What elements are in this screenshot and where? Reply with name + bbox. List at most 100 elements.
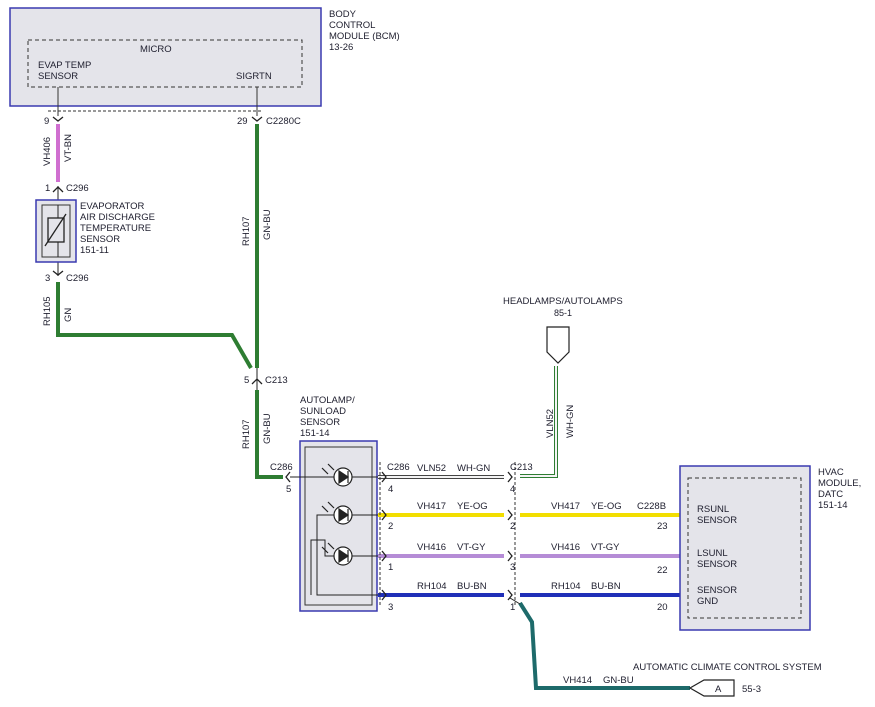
wire-label-vln52-h-color: WH-GN xyxy=(457,463,490,474)
hvac-title-4: 151-14 xyxy=(818,500,848,511)
pin-number: 4 xyxy=(510,484,515,495)
autolamp-internal-wiring xyxy=(290,476,378,596)
pin-number: 1 xyxy=(510,602,515,613)
wire-label-vh417-b-color: YE-OG xyxy=(591,501,622,512)
connector-label-c2280c: C2280C xyxy=(266,116,301,127)
pin-number: 23 xyxy=(657,521,668,532)
wire-label-rh107-mid-color: GN-BU xyxy=(262,413,273,444)
pin-number: 20 xyxy=(657,602,668,613)
wire-label-vh416-a-circuit: VH416 xyxy=(417,542,446,553)
pin-number: 3 xyxy=(45,273,50,284)
acc-label: AUTOMATIC CLIMATE CONTROL SYSTEM xyxy=(633,662,822,673)
evap-sensor-label-5: 151-11 xyxy=(80,245,109,256)
evap-sensor-label-2: AIR DISCHARGE xyxy=(80,212,155,223)
pin-number: 5 xyxy=(244,375,249,386)
wire-vln52-vertical-core xyxy=(520,366,557,477)
evap-sensor-label-1: EVAPORATOR xyxy=(80,201,145,212)
bcm-micro-box xyxy=(27,39,303,88)
autolamp-label-3: SENSOR xyxy=(300,417,340,428)
headlamps-connector-icon[interactable] xyxy=(546,326,570,364)
acc-connector-letter: A xyxy=(715,684,722,695)
bcm-title-2: CONTROL xyxy=(329,20,375,31)
connector-label-c228b: C228B xyxy=(637,501,666,512)
wire-label-vh417-b-circuit: VH417 xyxy=(551,501,580,512)
wire-label-vh417-a-circuit: VH417 xyxy=(417,501,446,512)
wire-label-rh107-top-color: GN-BU xyxy=(262,209,273,240)
pin-number: 9 xyxy=(44,116,49,127)
headlamps-ref: 85-1 xyxy=(554,308,572,318)
wire-rh105[interactable] xyxy=(56,282,253,369)
chevron-c286-5 xyxy=(285,471,291,483)
wire-label-vh416-b-color: VT-GY xyxy=(591,542,620,553)
hvac-lsunl-2: SENSOR xyxy=(697,559,737,570)
photodiode-icon xyxy=(321,542,353,566)
evap-sensor-label-4: SENSOR xyxy=(80,234,120,245)
wire-label-vh414-color: GN-BU xyxy=(603,675,634,686)
autolamp-label-1: AUTOLAMP/ xyxy=(300,395,355,406)
pin-number: 3 xyxy=(510,562,515,573)
hvac-module-inner xyxy=(687,477,802,619)
bcm-micro-label: MICRO xyxy=(140,44,172,55)
wire-label-vln52-h-circuit: VLN52 xyxy=(417,463,446,474)
hvac-title-3: DATC xyxy=(818,489,843,500)
chevron-c286-2 xyxy=(381,509,387,521)
autolamp-label-2: SUNLOAD xyxy=(300,406,346,417)
acc-ref: 55-3 xyxy=(742,684,761,695)
wire-label-vln52-vert-circuit: VLN52 xyxy=(545,409,556,438)
chevron-c2280c-29 xyxy=(251,116,263,122)
wire-label-rh104-a-color: BU-BN xyxy=(457,581,487,592)
wire-label-rh105-circuit: RH105 xyxy=(42,296,53,326)
pin-number: 22 xyxy=(657,565,668,576)
chevron-c286-3 xyxy=(381,589,387,601)
wire-label-vh414-circuit: VH414 xyxy=(563,675,592,686)
bcm-module[interactable] xyxy=(9,7,322,107)
thermistor-icon xyxy=(47,217,65,243)
wire-vh414[interactable] xyxy=(518,601,690,690)
evap-sensor-inner xyxy=(41,204,71,258)
wire-label-vh416-b-circuit: VH416 xyxy=(551,542,580,553)
hvac-title-2: MODULE, xyxy=(818,478,861,489)
pin-number: 3 xyxy=(388,602,393,613)
pin-number: 1 xyxy=(45,183,50,194)
connector-label-c286-right: C286 xyxy=(387,462,410,473)
bcm-title-3: MODULE (BCM) xyxy=(329,31,400,42)
wire-label-vh417-a-color: YE-OG xyxy=(457,501,488,512)
chevron-c213-4 xyxy=(507,471,513,483)
wire-label-rh105-color: GN xyxy=(63,308,74,322)
hvac-title-1: HVAC xyxy=(818,467,844,478)
headlamps-label: HEADLAMPS/AUTOLAMPS xyxy=(503,296,623,307)
bcm-evap-label-2: SENSOR xyxy=(38,71,78,82)
wire-label-rh107-mid-circuit: RH107 xyxy=(241,419,252,449)
wire-label-vh406-color: VT-BN xyxy=(63,134,74,162)
chevron-c213-1 xyxy=(507,589,513,601)
wire-label-rh107-top-circuit: RH107 xyxy=(241,216,252,246)
wire-label-vln52-vert-color: WH-GN xyxy=(565,405,576,438)
chevron-c286-4 xyxy=(381,471,387,483)
hvac-rsunl-1: RSUNL xyxy=(697,504,729,515)
wire-label-vh406-circuit: VH406 xyxy=(42,137,53,166)
connector-label-c213-mid: C213 xyxy=(265,375,288,386)
connector-label-c213-right: C213 xyxy=(510,462,533,473)
wire-label-rh104-b-color: BU-BN xyxy=(591,581,621,592)
hvac-module[interactable] xyxy=(679,465,811,631)
pin-number: 4 xyxy=(388,484,393,495)
chevron-c286-1 xyxy=(381,550,387,562)
wire-rh107-mid[interactable] xyxy=(255,390,283,479)
bcm-sigrtn-label: SIGRTN xyxy=(236,71,272,82)
autolamp-sensor-component[interactable] xyxy=(299,440,378,612)
acc-connector-icon[interactable] xyxy=(688,679,735,697)
pin-number: 1 xyxy=(388,562,393,573)
pin-number: 29 xyxy=(237,116,248,127)
pin-number: 2 xyxy=(388,521,393,532)
evap-sensor-component[interactable] xyxy=(35,199,77,263)
hvac-rsunl-2: SENSOR xyxy=(697,515,737,526)
thermistor-slash xyxy=(44,213,67,247)
connector-label-c296-bot: C296 xyxy=(66,273,89,284)
bcm-evap-label-1: EVAP TEMP xyxy=(38,60,91,71)
autolamp-sensor-inner xyxy=(304,446,373,606)
hvac-sensor-gnd-1: SENSOR xyxy=(697,585,737,596)
chevron-c213-2 xyxy=(507,509,513,521)
evap-sensor-label-3: TEMPERATURE xyxy=(80,223,151,234)
connector-label-c296-top: C296 xyxy=(66,183,89,194)
